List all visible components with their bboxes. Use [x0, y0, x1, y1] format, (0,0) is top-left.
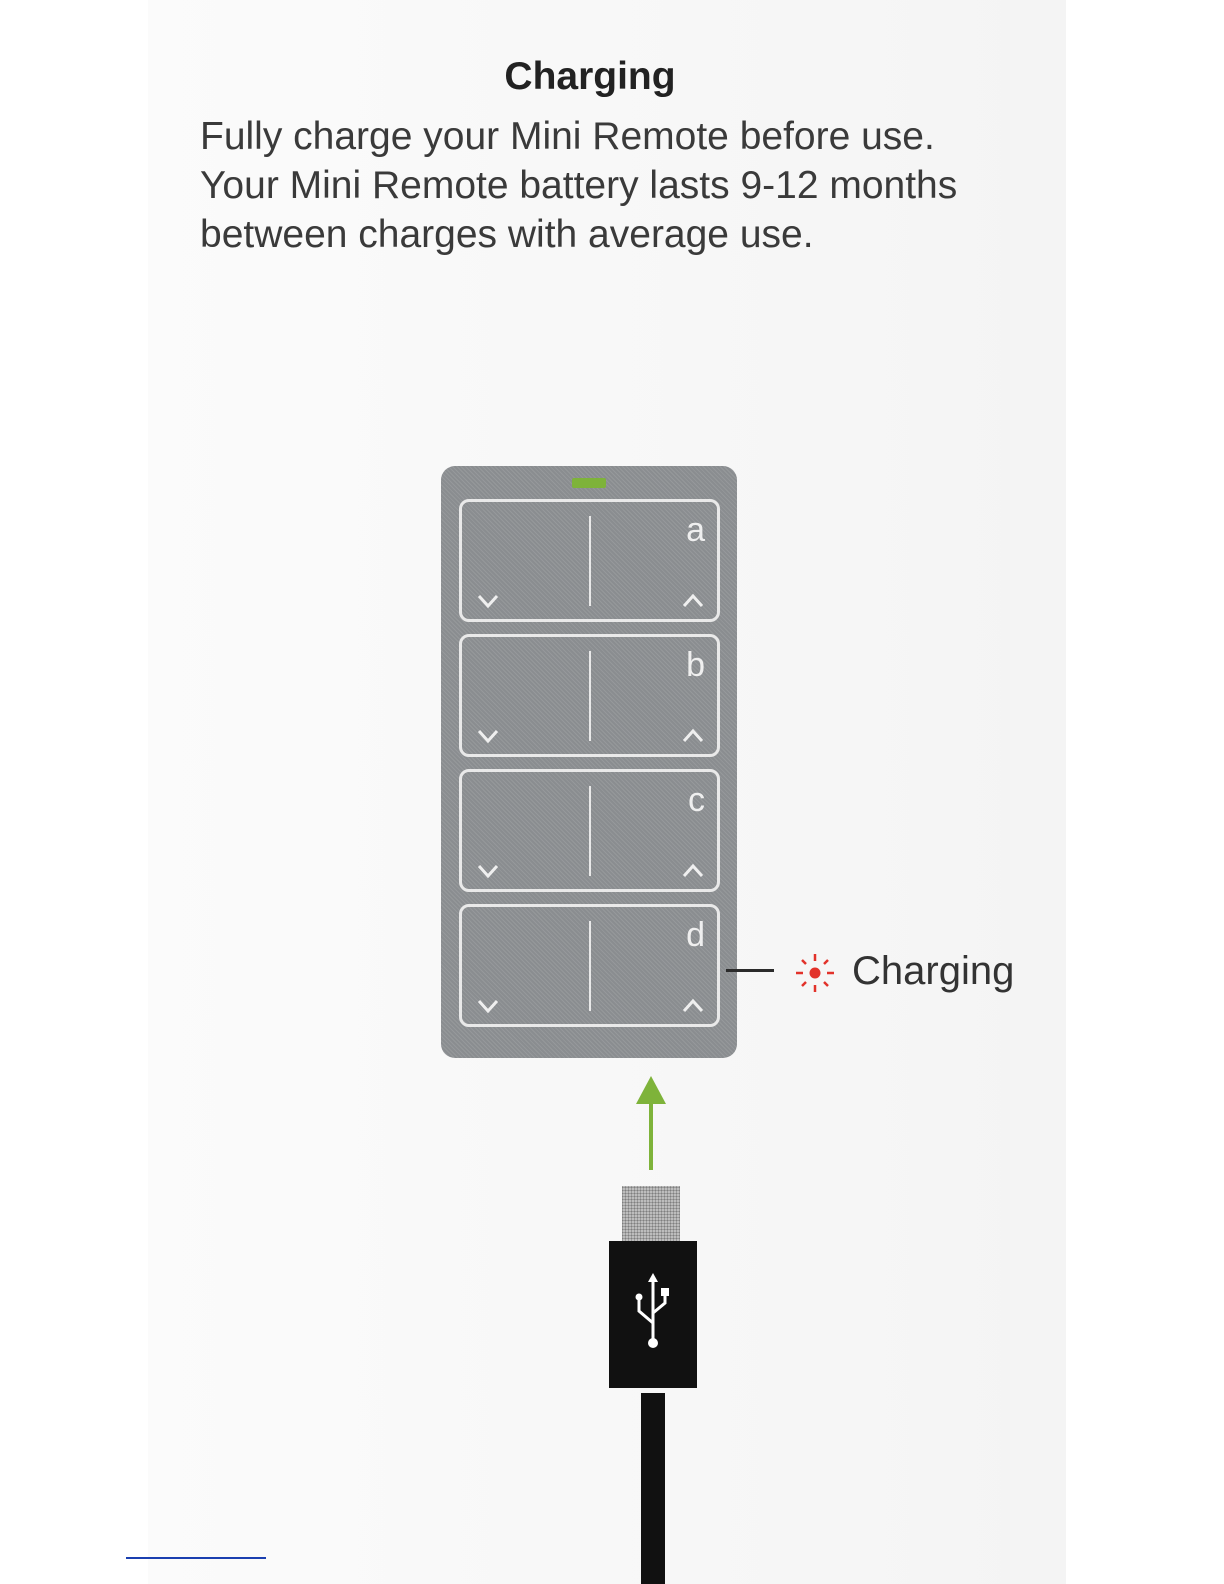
status-led: [572, 478, 606, 488]
down-chevron-icon: [476, 863, 500, 879]
callout-leader-line: [726, 969, 774, 972]
micro-usb-plug: [622, 1186, 680, 1242]
button-divider: [589, 516, 591, 606]
charging-label: Charging: [852, 949, 1014, 994]
button-divider: [589, 651, 591, 741]
button-divider: [589, 921, 591, 1011]
remote-button-b: b: [459, 634, 720, 757]
page-title: Charging: [0, 55, 1180, 99]
button-letter: a: [686, 510, 705, 550]
usb-icon: [631, 1271, 675, 1353]
mini-remote-illustration: a b c d: [441, 466, 737, 1058]
up-chevron-icon: [681, 998, 705, 1014]
usb-connector-body: [609, 1241, 697, 1388]
button-divider: [589, 786, 591, 876]
intro-line: between charges with average use.: [200, 210, 1030, 259]
intro-paragraph: Fully charge your Mini Remote before use…: [200, 112, 1030, 259]
insert-arrow-icon: [634, 1074, 668, 1172]
button-letter: b: [686, 645, 705, 685]
intro-line: Fully charge your Mini Remote before use…: [200, 112, 1030, 161]
remote-button-c: c: [459, 769, 720, 892]
remote-button-a: a: [459, 499, 720, 622]
footer-rule: [126, 1557, 266, 1559]
button-letter: c: [688, 780, 705, 820]
down-chevron-icon: [476, 998, 500, 1014]
up-chevron-icon: [681, 863, 705, 879]
button-letter: d: [686, 915, 705, 955]
down-chevron-icon: [476, 728, 500, 744]
remote-button-d: d: [459, 904, 720, 1027]
intro-line: Your Mini Remote battery lasts 9-12 mont…: [200, 161, 1030, 210]
up-chevron-icon: [681, 728, 705, 744]
usb-cable: [641, 1393, 665, 1584]
up-chevron-icon: [681, 593, 705, 609]
charging-light-icon: [793, 951, 837, 995]
down-chevron-icon: [476, 593, 500, 609]
